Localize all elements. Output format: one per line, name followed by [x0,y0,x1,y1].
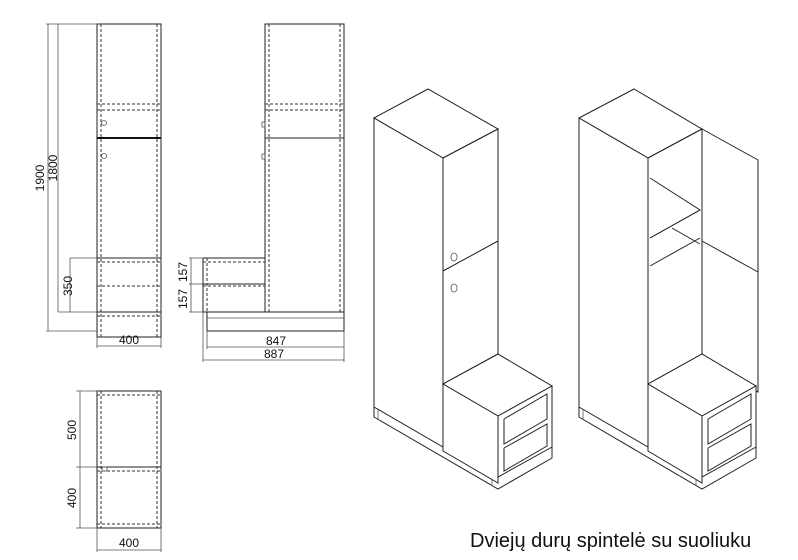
drawing-caption: Dviejų durų spintelė su suoliuku [470,530,752,552]
top-view: 500 400 400 [65,390,162,552]
isometric-closed [372,88,554,490]
front-elevation: 1900 1800 350 400 [33,23,162,348]
dim-inner-depth: 847 [266,334,286,348]
side-elevation: 157 157 847 887 [176,23,345,362]
side-bench-body [202,257,266,313]
dim-front-width: 400 [119,333,139,347]
upper-door-handle-icon [101,120,107,126]
dim-total-height: 1900 [33,164,47,191]
dim-bench-height: 350 [61,276,75,296]
top-view-outline [96,390,162,529]
dim-top-width: 400 [119,536,139,550]
side-plinth [206,311,345,332]
dim-body-height: 1800 [46,154,60,181]
dim-lower-step: 157 [176,289,190,309]
dim-upper-step: 157 [176,262,190,282]
side-tall-body [264,23,345,313]
closed-upper-handle-icon [450,252,458,262]
dim-rear-depth: 500 [65,420,79,440]
dim-total-depth: 887 [264,347,284,361]
dim-front-depth: 400 [65,488,79,508]
lower-door-handle-icon [101,153,107,159]
isometric-open [577,88,759,490]
closed-lower-handle-icon [450,283,458,293]
front-cabinet-outline [96,23,162,338]
closed-door-split [442,240,499,272]
